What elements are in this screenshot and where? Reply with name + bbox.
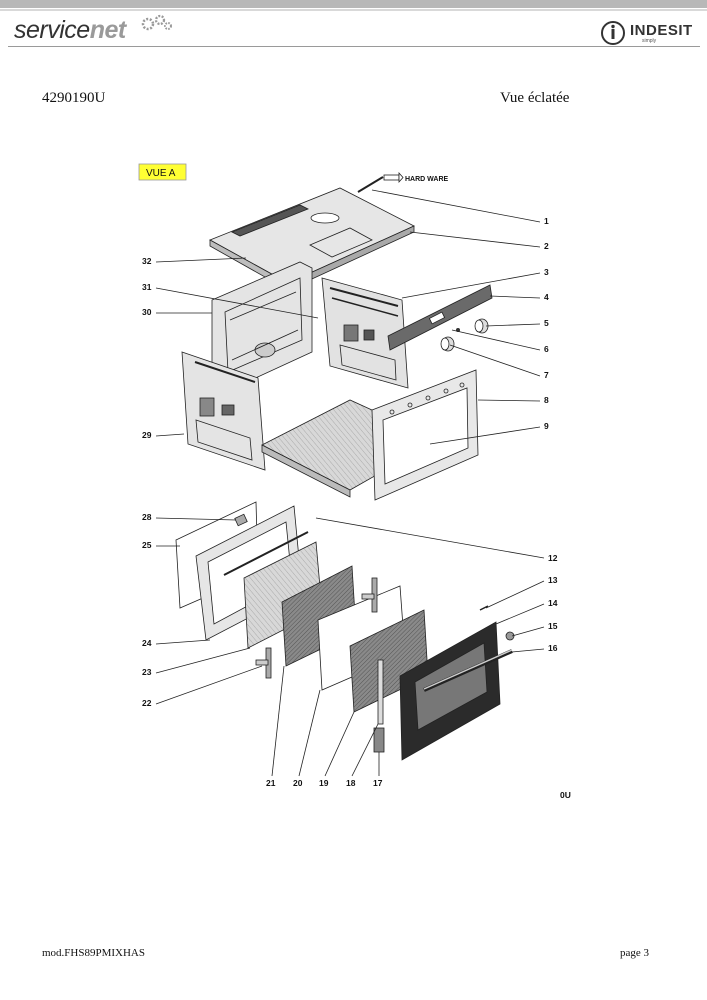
door-inner-frame xyxy=(175,501,309,641)
part-number-13: 13 xyxy=(548,575,558,585)
part-number-25: 25 xyxy=(142,540,152,550)
corner-code: 0U xyxy=(560,790,571,800)
part-number-3: 3 xyxy=(544,267,549,277)
leader-line-2 xyxy=(409,231,541,248)
part-number-9: 9 xyxy=(544,421,549,431)
view-label-box xyxy=(138,163,187,181)
leader-line-24 xyxy=(155,639,211,645)
leader-line-13 xyxy=(485,580,545,609)
leader-line-22 xyxy=(155,665,263,705)
leader-line-21 xyxy=(271,665,285,777)
leader-line-4 xyxy=(489,295,541,299)
hinge-left xyxy=(255,647,272,679)
part-number-22: 22 xyxy=(142,698,152,708)
hardware-screw xyxy=(357,171,404,193)
part-number-29: 29 xyxy=(142,430,152,440)
servicenet-logo: servicenet xyxy=(14,16,126,45)
part-number-17: 17 xyxy=(373,778,383,788)
leader-line-1 xyxy=(371,189,541,223)
part-number-8: 8 xyxy=(544,395,549,405)
leader-line-23 xyxy=(155,647,251,674)
part-number-21: 21 xyxy=(266,778,276,788)
left-side-panel xyxy=(211,261,313,393)
leader-line-5 xyxy=(485,323,541,327)
leader-line-29 xyxy=(155,433,185,437)
header-divider xyxy=(8,46,700,47)
part-number-19: 19 xyxy=(319,778,329,788)
part-number-5: 5 xyxy=(544,318,549,328)
indesit-logo-icon xyxy=(601,21,625,45)
part-number-12: 12 xyxy=(548,553,558,563)
screw xyxy=(479,605,489,611)
leader-line-28 xyxy=(155,517,237,521)
part-number-32: 32 xyxy=(142,256,152,266)
part-number-1: 1 xyxy=(544,216,549,226)
part-number-24: 24 xyxy=(142,638,152,648)
knob-left xyxy=(440,336,455,352)
view-label: VUE A xyxy=(146,168,176,179)
footer-page: page 3 xyxy=(620,947,650,959)
handle-cap xyxy=(505,631,515,641)
leader-line-3 xyxy=(401,272,541,299)
hardware-label: HARD WARE xyxy=(405,176,448,183)
part-number-6: 6 xyxy=(544,344,549,354)
part-number-7: 7 xyxy=(544,370,549,380)
knob-right xyxy=(474,318,489,334)
part-number-16: 16 xyxy=(548,643,558,653)
part-number-15: 15 xyxy=(548,621,558,631)
part-number-31: 31 xyxy=(142,282,152,292)
right-side-panel xyxy=(181,351,266,471)
leader-line-8 xyxy=(477,399,541,402)
part-number-23: 23 xyxy=(142,667,152,677)
leader-line-16 xyxy=(511,648,545,653)
leader-line-18 xyxy=(351,723,379,777)
leader-line-7 xyxy=(449,344,541,377)
brand-main: service xyxy=(14,16,90,44)
leader-line-32 xyxy=(155,257,247,263)
header-top-bar xyxy=(0,0,707,8)
part-number-30: 30 xyxy=(142,307,152,317)
indesit-logo-sub: simply xyxy=(642,38,657,44)
header-top-stripe xyxy=(0,9,707,11)
part-number-2: 2 xyxy=(544,241,549,251)
leader-line-20 xyxy=(298,689,321,777)
part-number-20: 20 xyxy=(293,778,303,788)
part-number-4: 4 xyxy=(544,292,549,302)
leader-line-12 xyxy=(315,517,545,559)
indesit-logo-text: INDESIT xyxy=(630,22,693,39)
document-view-title: Vue éclatée xyxy=(500,90,570,106)
leader-line-9 xyxy=(429,426,541,445)
gear-icon xyxy=(141,14,172,31)
hinge-right xyxy=(361,577,378,613)
part-number-labels: 1234567891213141516171819202122232425282… xyxy=(142,189,558,788)
part-number-14: 14 xyxy=(548,598,558,608)
leader-line-14 xyxy=(495,603,545,625)
control-panel xyxy=(387,284,493,351)
leader-line-15 xyxy=(511,626,545,637)
front-frame xyxy=(371,369,479,501)
leader-line-31 xyxy=(155,287,319,319)
footer-model: mod.FHS89PMIXHAS xyxy=(42,947,145,959)
outer-door xyxy=(399,621,513,761)
part-number-28: 28 xyxy=(142,512,152,522)
leader-line-6 xyxy=(451,329,541,351)
brand-accent: net xyxy=(89,16,127,44)
document-id: 4290190U xyxy=(42,90,106,106)
part-number-18: 18 xyxy=(346,778,356,788)
rear-panel xyxy=(321,277,409,389)
leader-line-19 xyxy=(324,711,355,777)
